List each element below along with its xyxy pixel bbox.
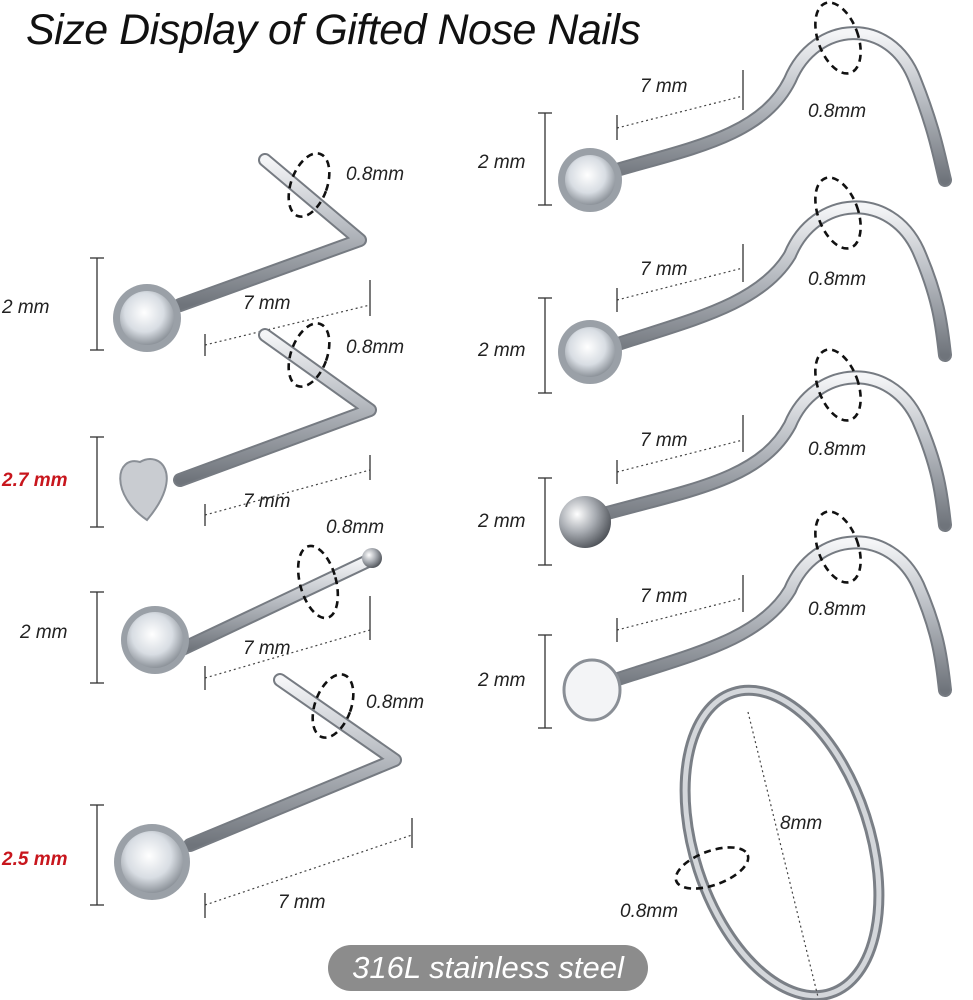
l-shape-nose-stud-2 [90,673,413,918]
right-2-head-label: 2 mm [477,340,526,361]
right-2-length-label: 7 mm [640,259,688,280]
right-3-head-label: 2 mm [477,511,526,532]
screw-nose-stud-ball [538,348,952,566]
left-4-head-label: 2.5 mm [1,849,68,870]
left-1-gauge-label: 0.8mm [346,164,404,185]
right-4-length-label: 7 mm [640,586,688,607]
left-1-length-label: 7 mm [243,293,291,314]
right-3-length-label: 7 mm [640,430,688,451]
right-1-length-label: 7 mm [640,76,688,97]
left-4-gauge-label: 0.8mm [366,692,424,713]
left-2-gauge-label: 0.8mm [346,337,404,358]
left-2-length-label: 7 mm [243,491,291,512]
left-3-length-label: 7 mm [243,638,291,659]
right-4-gauge-label: 0.8mm [808,599,866,620]
right-4-head-label: 2 mm [477,670,526,691]
screw-nose-stud-1 [538,1,952,212]
left-3-head-label: 2 mm [19,622,68,643]
left-1-head-label: 2 mm [1,297,50,318]
l-shape-nose-stud-heart [90,322,377,528]
ring-diameter-label: 8mm [780,813,822,834]
left-2-head-label: 2.7 mm [1,470,68,491]
right-2-gauge-label: 0.8mm [808,269,866,290]
page-title: Size Display of Gifted Nose Nails [26,6,641,54]
left-3-gauge-label: 0.8mm [326,517,384,538]
l-shape-nose-stud-1 [90,152,371,356]
right-3-gauge-label: 0.8mm [808,439,866,460]
material-badge: 316L stainless steel [328,945,648,991]
straight-nose-bone [90,544,382,690]
right-1-head-label: 2 mm [477,152,526,173]
screw-nose-stud-2 [538,176,952,394]
ring-gauge-label: 0.8mm [620,901,678,922]
screw-nose-stud-flat [538,510,952,729]
right-1-gauge-label: 0.8mm [808,101,866,122]
left-4-length-label: 7 mm [278,892,326,913]
nose-hoop-ring [674,684,885,1000]
